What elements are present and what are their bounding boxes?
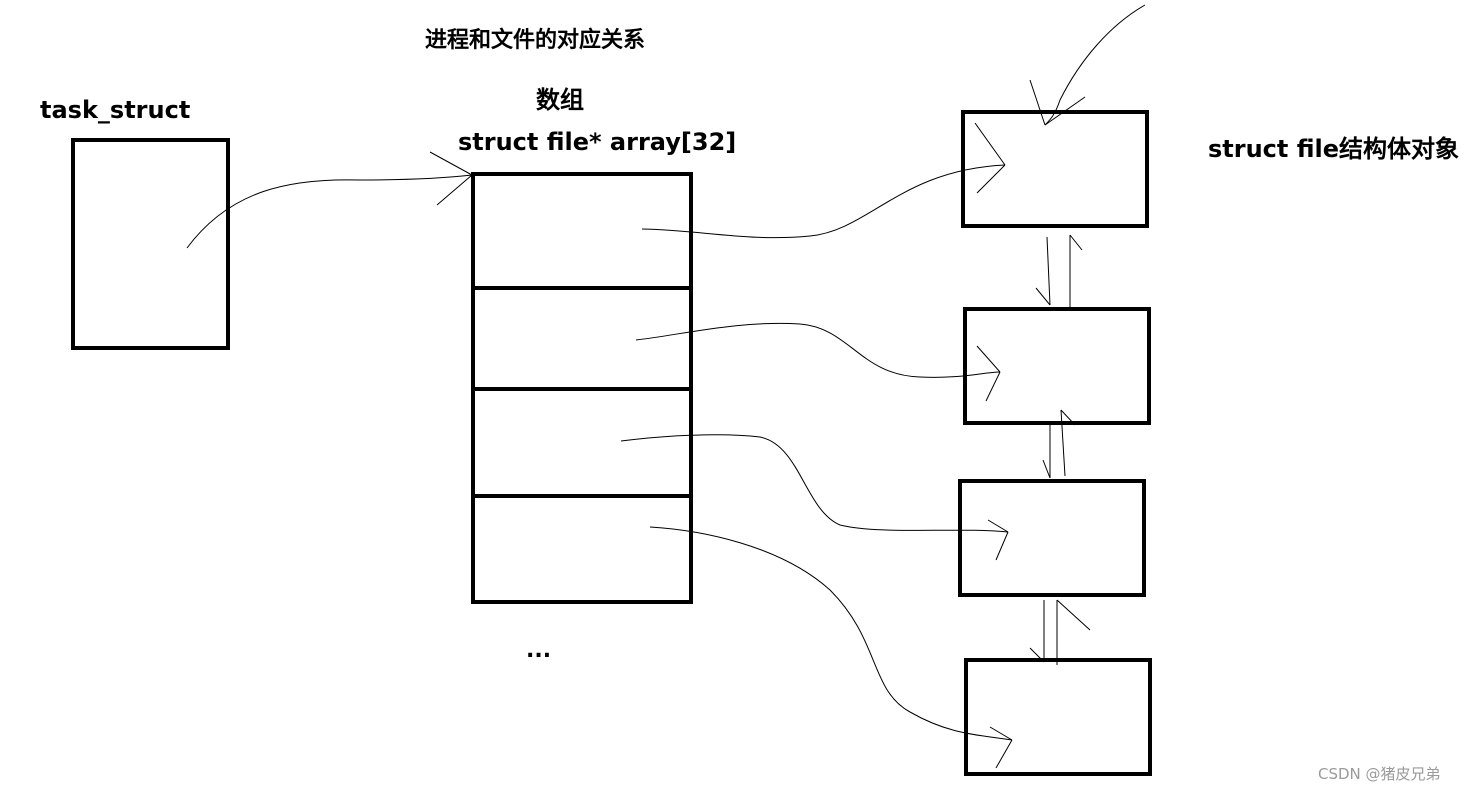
task-to-array-arrow: [186, 151, 473, 249]
file-list-links: [1029, 234, 1091, 665]
file-object-box: [964, 658, 1152, 776]
diagram-title: 进程和文件的对应关系: [425, 28, 646, 53]
array-slot: [471, 172, 693, 290]
array-label: 数组: [536, 86, 584, 114]
incoming-arrow: [1029, 4, 1146, 126]
file-object-box: [958, 479, 1146, 597]
array-slot: [471, 494, 693, 604]
task-struct-label: task_struct: [40, 96, 191, 124]
task-struct-box: [71, 138, 230, 350]
file-object-label: struct file结构体对象: [1208, 135, 1460, 163]
fd-array: [471, 172, 693, 604]
file-object-box: [961, 110, 1149, 228]
array-slot: [471, 286, 693, 391]
slot-arrow-3: [620, 434, 1009, 533]
watermark: CSDN @猪皮兄弟: [1318, 765, 1441, 783]
slot-arrow-1: [641, 164, 1006, 239]
array-slot: [471, 387, 693, 498]
slot-arrow-4: [649, 526, 1013, 741]
array-declaration-label: struct file* array[32]: [458, 128, 737, 156]
slot-to-file-arrows: [620, 122, 1013, 769]
slot-arrow-2: [635, 322, 1001, 378]
array-ellipsis: ...: [526, 638, 552, 663]
file-objects: [958, 110, 1152, 776]
file-object-box: [963, 307, 1151, 425]
